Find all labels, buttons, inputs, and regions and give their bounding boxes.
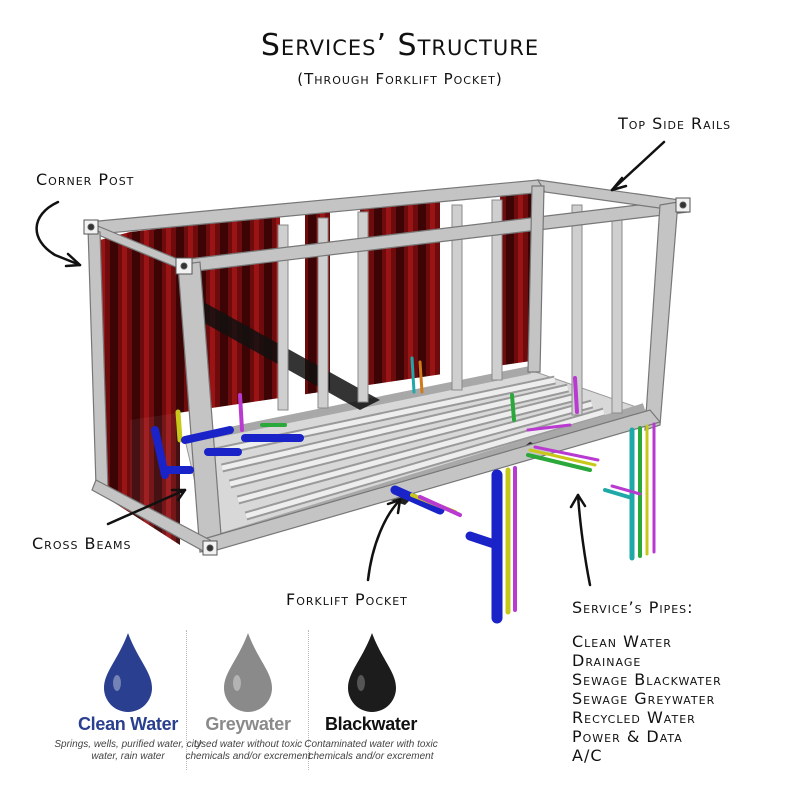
greywater-drop-icon — [224, 633, 272, 712]
legend-greywater: Greywater Used water without toxic chemi… — [173, 708, 323, 763]
blackwater-drop-icon — [348, 633, 396, 712]
pipe-item: A/C — [572, 746, 603, 765]
legend-name: Clean Water — [77, 714, 179, 734]
diagram-title: Services’ Structure — [260, 28, 540, 63]
corner-castings — [83, 197, 691, 556]
container-frame — [86, 179, 690, 553]
legend-name: Greywater — [205, 714, 291, 734]
pipe-item: Recycled Water — [572, 708, 696, 727]
label-forklift-pocket: Forklift Pocket — [286, 590, 408, 609]
pipe-item: Drainage — [572, 651, 642, 670]
label-cross-beams: Cross Beams — [32, 534, 132, 553]
legend-name: Blackwater — [324, 714, 418, 734]
legend-description: Contaminated water with toxic chemicals … — [304, 739, 438, 762]
annotation-arrows — [35, 140, 666, 587]
arrow-forklift-pocket — [366, 498, 402, 582]
clean-water-drop-icon — [104, 633, 152, 712]
legend-description: Used water without toxic chemicals and/o… — [185, 739, 311, 762]
legend-blackwater: Blackwater Contaminated water with toxic… — [296, 708, 446, 763]
arrow-services-pipes — [576, 493, 592, 587]
label-corner-post: Corner Post — [36, 170, 135, 189]
legend-drops — [104, 633, 396, 712]
service-pipes — [151, 356, 656, 624]
legend-divider — [308, 630, 309, 770]
legend-clean-water: Clean Water Springs, wells, purified wat… — [53, 708, 203, 763]
legend-divider — [186, 630, 187, 770]
side-slats — [277, 199, 623, 416]
label-top-side-rails: Top Side Rails — [618, 114, 732, 133]
legend-description: Springs, wells, purified water, city wat… — [54, 739, 202, 762]
pipes-list: Clean Water Drainage Sewage Blackwater S… — [572, 632, 722, 765]
arrow-top-side-rails — [610, 140, 666, 192]
pipe-item: Sewage Blackwater — [572, 670, 722, 689]
label-services-pipes: Service’s Pipes: — [572, 598, 694, 617]
pipe-item: Sewage Greywater — [572, 689, 716, 708]
diagram-subtitle: (Through Forklift Pocket) — [297, 70, 503, 88]
arrow-corner-post — [35, 200, 82, 267]
pipe-item: Clean Water — [572, 632, 672, 651]
pipe-item: Power & Data — [572, 727, 683, 746]
arrow-cross-beams — [106, 488, 187, 526]
